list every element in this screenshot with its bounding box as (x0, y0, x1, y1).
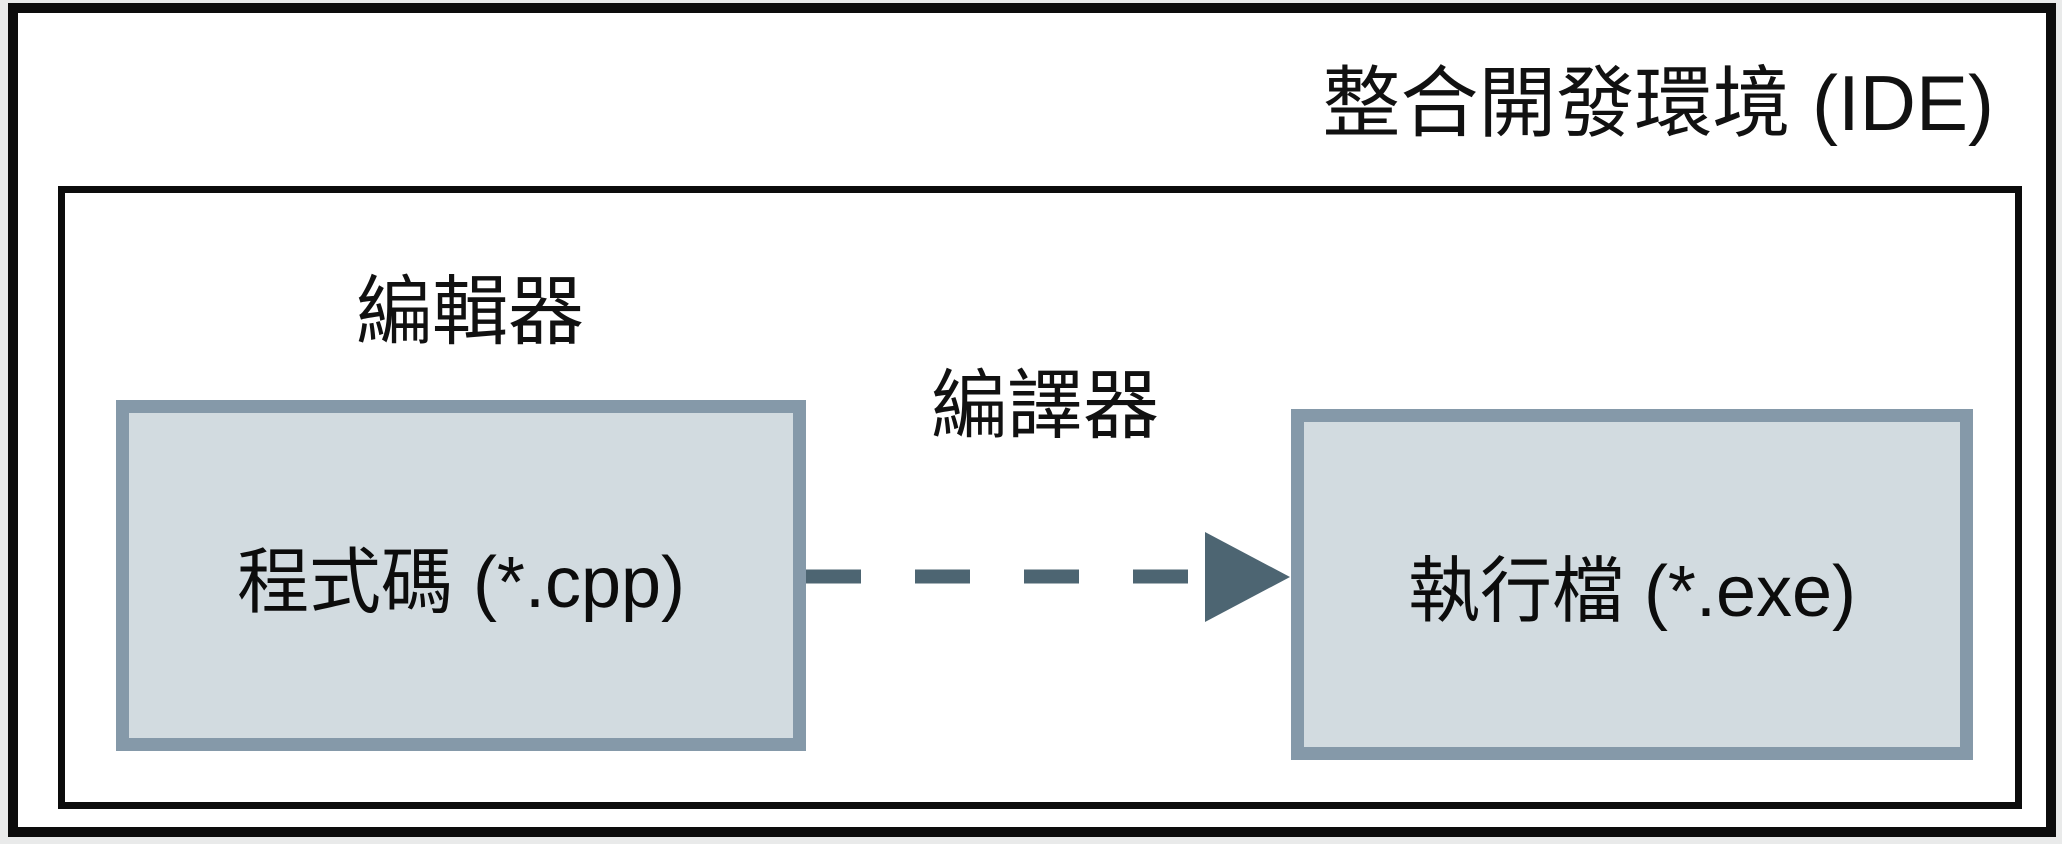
source-code-node: 程式碼 (*.cpp) (116, 400, 806, 751)
compile-arrow-head-icon (1205, 532, 1290, 622)
editor-label: 編輯器 (356, 270, 584, 355)
ide-title: 整合開發環境 (IDE) (1322, 59, 1994, 147)
executable-node-label: 執行檔 (*.exe) (1407, 552, 1857, 632)
compiler-label: 編譯器 (931, 364, 1159, 449)
editor-inner-frame (58, 186, 2022, 809)
executable-node: 執行檔 (*.exe) (1291, 409, 1973, 760)
source-code-node-label: 程式碼 (*.cpp) (236, 543, 686, 623)
ide-outer-frame: 整合開發環境 (IDE) 編輯器 編譯器 程式碼 (*.cpp) 執行檔 (*.… (8, 3, 2056, 837)
compile-arrow (806, 532, 1290, 622)
